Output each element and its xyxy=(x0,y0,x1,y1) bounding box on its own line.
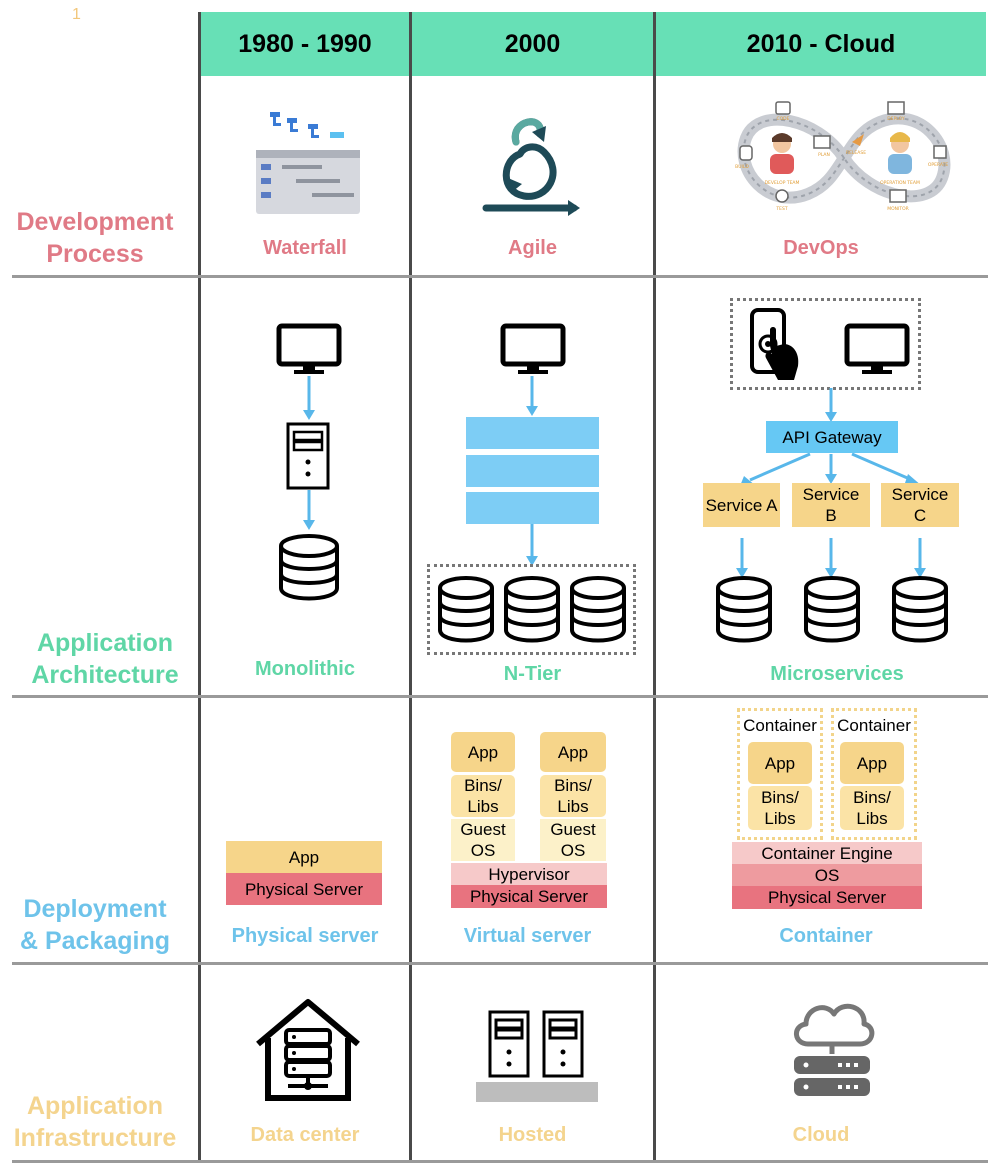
container-2-bins-libs: Bins/Libs xyxy=(840,786,904,830)
caption-cloud: Cloud xyxy=(792,1124,850,1146)
svg-text:MONITOR: MONITOR xyxy=(887,206,909,212)
vm2-bins-libs: Bins/Libs xyxy=(540,775,606,817)
caption-n-tier: N-Tier xyxy=(503,663,562,685)
container-2-label: Container xyxy=(837,715,911,735)
monitor-icon xyxy=(844,323,910,374)
corner-number: 1 xyxy=(72,6,81,23)
virtual-physical-server-layer: Physical Server xyxy=(451,885,607,908)
container-1-bins-libs: Bins/Libs xyxy=(748,786,812,830)
hypervisor-layer: Hypervisor xyxy=(451,863,607,885)
header-2000: 2000 xyxy=(412,12,653,76)
tier-layer-2 xyxy=(466,455,599,487)
tier-layer-1 xyxy=(466,417,599,449)
grid-line-row2 xyxy=(12,695,988,698)
svg-text:OPERATE: OPERATE xyxy=(928,162,949,168)
svg-text:DEPLOY: DEPLOY xyxy=(887,116,905,122)
caption-monolithic: Monolithic xyxy=(255,658,355,680)
caption-waterfall: Waterfall xyxy=(263,237,347,259)
tier-layer-3 xyxy=(466,492,599,524)
header-2010-cloud: 2010 - Cloud xyxy=(656,12,986,76)
physical-app-layer: App xyxy=(226,841,382,873)
agile-cycle-icon xyxy=(482,118,580,216)
monitor-icon xyxy=(276,323,342,374)
grid-line-row4 xyxy=(12,1160,988,1163)
n-tier-arrow-top xyxy=(526,376,538,416)
grid-line-row3 xyxy=(12,962,988,965)
vm1-bins-libs: Bins/Libs xyxy=(451,775,515,817)
database-icon xyxy=(570,576,626,643)
caption-virtual-server: Virtual server xyxy=(463,925,592,947)
svg-text:OPERATION TEAM: OPERATION TEAM xyxy=(880,180,920,186)
container-engine-layer: Container Engine xyxy=(732,842,922,864)
physical-server-layer: Physical Server xyxy=(226,873,382,905)
container-1-app: App xyxy=(748,742,812,784)
waterfall-icon xyxy=(256,112,360,214)
row-label-deployment-packaging: Deployment& Packaging xyxy=(19,895,171,955)
vm1-app: App xyxy=(451,732,515,772)
api-gateway: API Gateway xyxy=(766,421,898,453)
svg-text:RELEASE: RELEASE xyxy=(846,150,866,156)
svg-text:CODE: CODE xyxy=(777,116,790,122)
caption-data-center: Data center xyxy=(250,1124,360,1146)
header-1980-1990: 1980 - 1990 xyxy=(200,12,410,76)
svg-text:BUILD: BUILD xyxy=(735,164,749,170)
caption-container: Container xyxy=(779,925,873,947)
vm2-app: App xyxy=(540,732,606,772)
n-tier-databases xyxy=(438,576,626,643)
svg-text:PLAN: PLAN xyxy=(818,152,830,158)
n-tier-database-group xyxy=(427,564,636,655)
phone-touch-icon xyxy=(750,308,799,380)
monolithic-stack xyxy=(276,323,342,601)
container-1-boundary xyxy=(737,708,823,840)
database-icon xyxy=(438,576,494,643)
caption-agile: Agile xyxy=(508,237,557,259)
caption-physical-server: Physical server xyxy=(231,925,379,947)
caption-hosted: Hosted xyxy=(498,1124,567,1146)
grid-line-col2 xyxy=(409,12,412,1162)
cloud-server-icon xyxy=(794,1003,875,1096)
container-physical-server-layer: Physical Server xyxy=(732,886,922,909)
database-icon xyxy=(804,576,860,643)
caption-microservices: Microservices xyxy=(770,663,904,685)
container-os-layer: OS xyxy=(732,864,922,886)
container-2-boundary xyxy=(831,708,917,840)
client-group xyxy=(730,298,921,390)
n-tier-monitor-icon xyxy=(500,323,566,374)
microservices-databases xyxy=(716,576,948,643)
database-icon xyxy=(716,576,772,643)
svg-text:DEVELOP TEAM: DEVELOP TEAM xyxy=(765,180,800,186)
database-icon xyxy=(892,576,948,643)
grid-line-col1 xyxy=(198,12,201,1162)
devops-infinity-icon: CODE PLAN BUILD TEST RELEASE DEPLOY OPER… xyxy=(735,101,951,212)
database-icon xyxy=(279,534,339,601)
caption-devops: DevOps xyxy=(783,237,859,259)
hosted-servers-icon xyxy=(476,1010,598,1102)
database-icon xyxy=(504,576,560,643)
grid-line-col3 xyxy=(653,12,656,1162)
server-tower-icon xyxy=(286,422,330,490)
container-1-label: Container xyxy=(743,715,817,735)
n-tier-arrow-bottom xyxy=(526,524,538,566)
grid-line-row1 xyxy=(12,275,988,278)
service-a: Service A xyxy=(703,483,780,527)
house-server-icon xyxy=(256,999,360,1101)
container-2-app: App xyxy=(840,742,904,784)
svg-text:TEST: TEST xyxy=(775,206,787,212)
